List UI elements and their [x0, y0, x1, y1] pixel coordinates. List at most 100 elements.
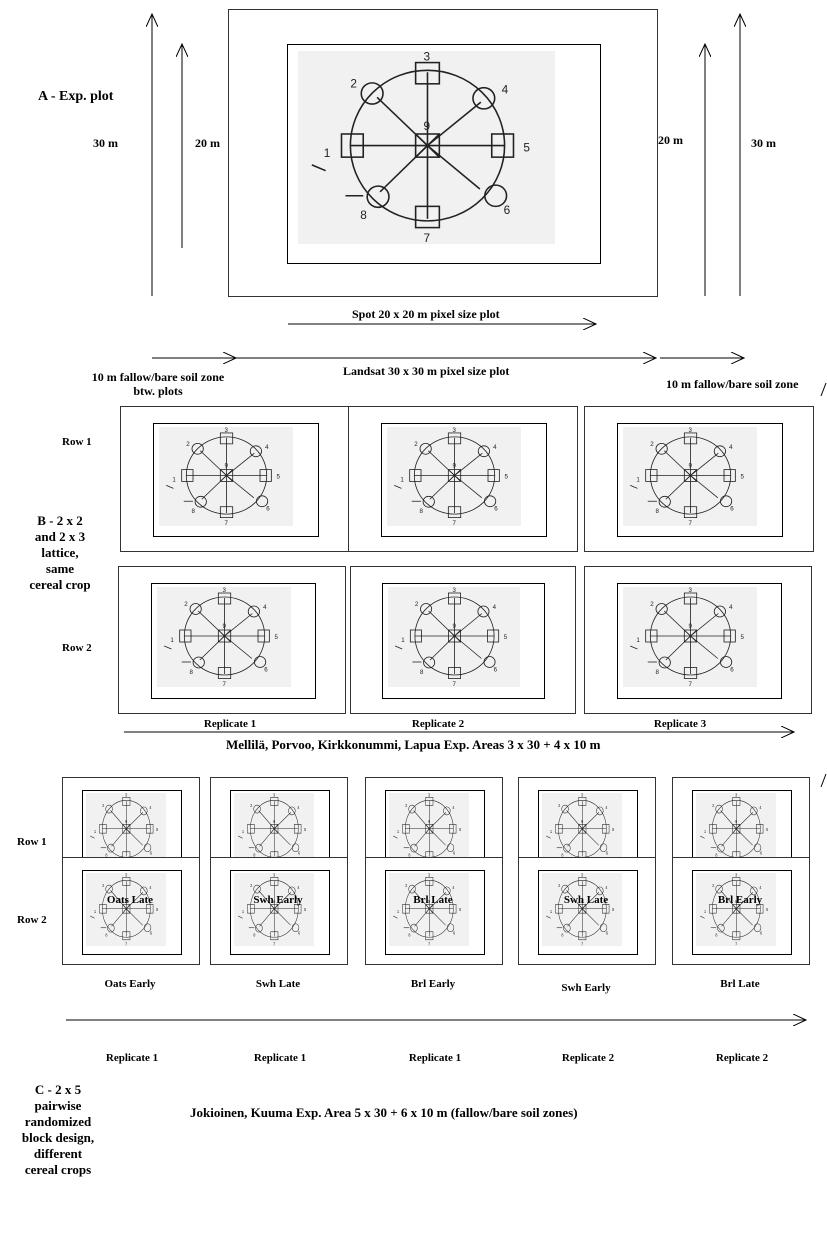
section-b-replicate-2: Replicate 2	[411, 718, 465, 730]
schematic-point-number: 8	[420, 670, 424, 676]
schematic-point-number: 4	[265, 445, 269, 451]
schematic-point-number: 3	[125, 873, 128, 878]
schematic-point-number: 3	[452, 428, 456, 434]
schematic-point-number: 2	[558, 803, 561, 808]
spot-plot-frame: 3 2 4 1 9 5 6 8 7	[692, 870, 792, 955]
point-9-number: 9	[424, 120, 431, 133]
schematic-point-number: 3	[125, 793, 128, 798]
sampling-schematic: 3 2 4 1 9 5 6 8 7	[298, 51, 555, 244]
schematic-point-number: 5	[612, 827, 615, 832]
section-a-title: A - Exp. plot	[38, 89, 114, 104]
schematic-point-number: 1	[242, 829, 245, 834]
section-c-title-line-6: cereal crops	[24, 1162, 92, 1177]
section-c-crop-r1-c2: Swh Early	[253, 894, 303, 906]
inner-left-20m-label: 20 m	[195, 136, 220, 150]
section-c-row-1-label: Row 1	[17, 836, 47, 848]
schematic-point-number: 7	[581, 941, 584, 946]
schematic-point-number: 9	[581, 899, 584, 904]
sampling-schematic: 3 2 4 1 9 5 6 8 7	[86, 873, 166, 946]
fallow-left-line-2: btw. plots	[133, 384, 183, 398]
sampling-layout-diagram: 3 2 4 1 9 5 6 8 7	[90, 793, 159, 866]
schematic-point-number: 6	[264, 667, 268, 674]
schematic-point-number: 7	[428, 941, 431, 946]
schematic-point-number: 6	[494, 507, 498, 513]
schematic-point-number: 4	[493, 605, 497, 611]
schematic-point-number: 5	[459, 907, 462, 912]
schematic-point-number: 1	[636, 478, 640, 484]
section-b-plot-r1-c3: 3 2 4 1 9 5 6 8 7	[584, 406, 814, 552]
schematic-point-number: 5	[612, 907, 615, 912]
schematic-point-number: 1	[242, 909, 245, 914]
schematic-point-number: 3	[428, 793, 431, 798]
schematic-point-number: 8	[715, 852, 718, 857]
section-b-title-line-2: and 2 x 3	[34, 529, 86, 544]
schematic-point-number: 3	[273, 873, 276, 878]
schematic-point-number: 2	[414, 442, 418, 448]
schematic-point-number: 2	[558, 883, 561, 888]
section-b-plot-r2-c2: 3 2 4 1 9 5 6 8 7	[350, 566, 576, 714]
schematic-point-number: 6	[760, 850, 763, 855]
section-c-row-2-label: Row 2	[17, 914, 47, 926]
schematic-point-number: 1	[170, 637, 174, 644]
schematic-point-number: 7	[222, 681, 226, 687]
schematic-point-number: 9	[428, 899, 431, 904]
sampling-layout-diagram: 3 2 4 1 9 5 6 8 7	[700, 793, 769, 866]
schematic-point-number: 3	[452, 588, 456, 594]
sampling-layout-diagram: 3 2 4 1 9 5 6 8 7	[393, 873, 462, 946]
schematic-point-number: 8	[715, 932, 718, 937]
schematic-point-number: 9	[125, 899, 128, 904]
sampling-layout-diagram: 3 2 4 1 9 5 6 8 7	[164, 587, 279, 687]
section-c-crop-r2-c4: Swh Early	[561, 982, 611, 994]
section-c-crop-r2-c1: Oats Early	[104, 978, 156, 990]
sampling-layout-diagram: 3 2 4 1 9 5 6 8 7	[546, 793, 615, 866]
schematic-point-number: 4	[605, 885, 608, 890]
schematic-point-number: 8	[655, 669, 659, 676]
fallow-zone-right-label: 10 m fallow/bare soil zone	[666, 377, 799, 391]
sampling-layout-diagram: 3 2 4 1 9 5 6 8 7	[546, 873, 615, 946]
schematic-point-number: 2	[250, 883, 253, 888]
section-c-title: C - 2 x 5 pairwise randomized block desi…	[10, 1082, 106, 1178]
section-c-title-line-1: C - 2 x 5	[34, 1082, 82, 1097]
schematic-point-number: 6	[730, 667, 734, 674]
schematic-point-number: 5	[277, 475, 281, 481]
section-c-crop-r1-c1: Oats Late	[106, 894, 154, 906]
schematic-point-number: 4	[759, 885, 762, 890]
schematic-point-number: 7	[688, 521, 692, 526]
sampling-schematic: 3 2 4 1 9 5 6 8 7	[389, 873, 469, 946]
schematic-point-number: 3	[735, 793, 738, 798]
schematic-point-number: 8	[189, 669, 193, 676]
schematic-point-number: 4	[759, 805, 762, 810]
schematic-point-number: 5	[156, 827, 159, 832]
spot-plot-frame: 3 2 4 1 9 5 6 8 7	[230, 870, 330, 955]
section-c-crop-r2-c3: Brl Early	[410, 978, 456, 990]
schematic-point-number: 5	[504, 635, 508, 641]
section-b-plot-r1-c2: 3 2 4 1 9 5 6 8 7	[348, 406, 578, 552]
schematic-point-number: 7	[735, 941, 738, 946]
spot-plot-frame: 3 2 4 1 9 5 6 8 7	[153, 423, 319, 537]
schematic-point-number: 6	[760, 930, 763, 935]
section-c-replicate-3: Replicate 1	[408, 1052, 462, 1064]
sampling-schematic: 3 2 4 1 9 5 6 8 7	[86, 793, 166, 866]
schematic-point-number: 4	[452, 805, 455, 810]
schematic-point-number: 4	[263, 604, 267, 611]
schematic-point-number: 9	[452, 624, 456, 630]
sampling-layout-diagram: 3 2 4 1 9 5 6 8 7	[311, 51, 530, 244]
schematic-point-number: 1	[704, 829, 707, 834]
schematic-point-number: 1	[704, 909, 707, 914]
section-c-replicate-1: Replicate 1	[105, 1052, 159, 1064]
schematic-point-number: 7	[125, 941, 128, 946]
fallow-zone-left-label: 10 m fallow/bare soil zone btw. plots	[62, 370, 254, 398]
schematic-point-number: 2	[102, 803, 105, 808]
schematic-point-number: 8	[408, 932, 411, 937]
outer-left-30m-label: 30 m	[93, 136, 118, 150]
schematic-point-number: 3	[224, 428, 228, 434]
sampling-layout-diagram: 3 2 4 1 9 5 6 8 7	[394, 588, 508, 687]
edge-mark-1	[820, 382, 827, 397]
schematic-point-number: 5	[766, 907, 769, 912]
schematic-point-number: 3	[428, 873, 431, 878]
schematic-point-number: 5	[505, 475, 509, 481]
schematic-point-number: 4	[729, 445, 733, 451]
schematic-point-number: 5	[741, 475, 745, 481]
section-c-plot-r2-c5: 3 2 4 1 9 5 6 8 7	[672, 857, 810, 965]
